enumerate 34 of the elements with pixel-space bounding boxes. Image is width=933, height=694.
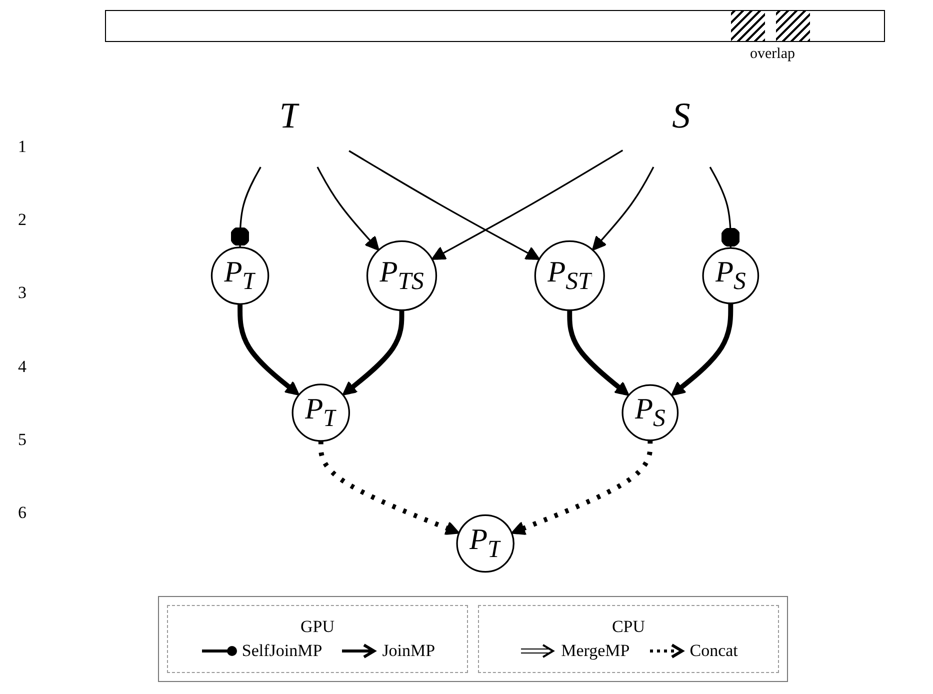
- node-text: S: [672, 94, 690, 136]
- node-circle: P$_{T}$: [456, 514, 514, 573]
- node-text: T: [279, 94, 300, 136]
- node-circle: P$_{T}$: [210, 246, 270, 305]
- node-circle: P$_{ST}$: [534, 240, 605, 312]
- arrow: [348, 150, 540, 260]
- node-circle: P$_{S}$: [702, 247, 760, 304]
- row-number: 2: [18, 210, 26, 230]
- row-number: 5: [18, 430, 26, 450]
- legend-group-heading: GPU: [300, 617, 334, 637]
- overlap-label: overlap: [750, 46, 795, 63]
- legend-label: JoinMP: [382, 641, 436, 661]
- arrow: [567, 310, 630, 396]
- arrow: [670, 303, 734, 396]
- arrow: [318, 441, 460, 535]
- legend-label: SelfJoinMP: [242, 641, 322, 661]
- connector: [230, 166, 262, 248]
- legend-group-heading: CPU: [612, 617, 646, 637]
- row-number: 6: [18, 503, 26, 524]
- arrow: [316, 166, 380, 251]
- arrow: [342, 310, 404, 396]
- legend-label: MergeMP: [561, 641, 630, 661]
- node-circle: P$_{T}$: [292, 384, 350, 442]
- arrow: [238, 304, 300, 396]
- connector: [709, 166, 741, 248]
- row-number: 3: [18, 283, 26, 304]
- legend-label: Concat: [690, 641, 738, 661]
- row-number: 1: [18, 136, 26, 157]
- arrow: [431, 150, 624, 260]
- node-circle: P$_{TS}$: [366, 240, 438, 312]
- row-number: 4: [18, 356, 26, 377]
- arrow: [511, 440, 653, 535]
- arrow: [592, 166, 654, 251]
- node-circle: P$_{S}$: [622, 384, 679, 442]
